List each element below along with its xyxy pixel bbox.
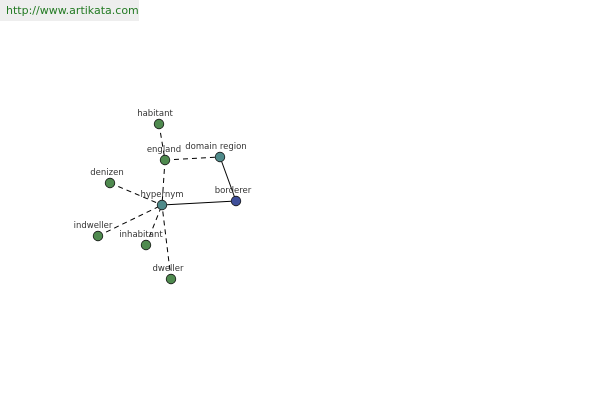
node-circle-borderer[interactable] (230, 195, 242, 207)
node-borderer[interactable]: borderer (215, 186, 252, 207)
nodes-layer: habitant england domain region denizen hyper… (74, 109, 252, 285)
node-dweller[interactable]: dweller (152, 264, 184, 285)
node-domain-region[interactable]: domain region (185, 142, 247, 163)
edges-layer (97, 123, 237, 280)
node-indweller[interactable]: indweller (74, 221, 113, 242)
node-circle-inhabitant[interactable] (140, 239, 152, 251)
node-circle-england[interactable] (159, 154, 171, 166)
node-circle-dweller[interactable] (165, 273, 177, 285)
node-circle-habitant[interactable] (153, 118, 165, 130)
node-label-habitant: habitant (137, 109, 173, 119)
node-label-hypernym: hypernym (140, 190, 183, 200)
node-habitant[interactable]: habitant (137, 109, 173, 130)
node-circle-indweller[interactable] (92, 230, 104, 242)
edge-dweller-hypernym (161, 204, 172, 280)
node-inhabitant[interactable]: inhabitant (119, 230, 163, 251)
source-url-link[interactable]: http://www.artikata.com (0, 0, 139, 21)
edge-england-hypernym (161, 159, 166, 206)
node-denizen[interactable]: denizen (90, 168, 124, 189)
edge-denizen-hypernym (109, 182, 163, 206)
node-label-domain-region: domain region (185, 142, 246, 152)
node-label-england: england (147, 145, 181, 155)
node-circle-domain-region[interactable] (214, 151, 226, 163)
node-label-denizen: denizen (90, 168, 123, 178)
edge-inhabitant-hypernym (145, 204, 163, 246)
node-label-inhabitant: inhabitant (119, 230, 163, 240)
edge-domain-region-borderer (219, 156, 237, 202)
edge-indweller-hypernym (97, 204, 163, 237)
edge-england-domain-region (164, 156, 221, 161)
node-label-borderer: borderer (215, 186, 252, 196)
node-circle-denizen[interactable] (104, 177, 116, 189)
edge-habitant-england (158, 123, 166, 161)
node-hypernym[interactable]: hypernym (140, 190, 184, 211)
node-circle-hypernym[interactable] (156, 199, 168, 211)
node-england[interactable]: england (147, 145, 181, 166)
edge-hypernym-borderer (161, 200, 237, 206)
node-label-indweller: indweller (74, 221, 113, 231)
node-label-dweller: dweller (152, 264, 184, 274)
